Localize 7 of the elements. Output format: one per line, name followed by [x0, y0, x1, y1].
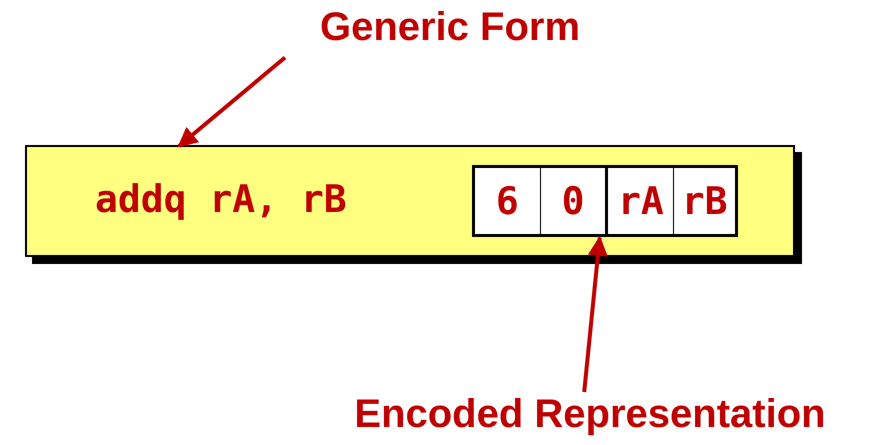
callout-label: Generic Form [300, 5, 600, 55]
instruction-text: addq rA, rB [95, 177, 347, 221]
callout-label: Encoded Representation [300, 392, 880, 442]
arrow [582, 236, 608, 392]
arrow [177, 56, 286, 148]
encoding-field: 0 [540, 168, 606, 234]
encoding-frame [472, 165, 738, 237]
